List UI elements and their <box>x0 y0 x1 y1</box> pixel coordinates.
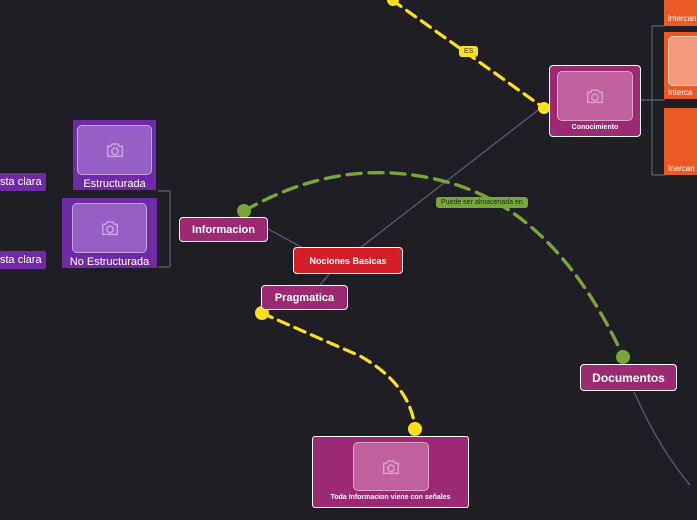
subtopic-informacion[interactable]: Informacion <box>179 217 268 242</box>
partial-orange-node[interactable]: intercan <box>664 0 697 26</box>
endpoint-dot <box>408 422 422 436</box>
camera-icon <box>106 143 123 158</box>
subtopic-documentos[interactable]: Documentos <box>580 364 677 391</box>
camera-icon <box>586 89 604 104</box>
card-caption: Toda Informacion viene con señales <box>330 494 451 501</box>
card-caption: No Estructurada <box>69 256 150 268</box>
partial-tag[interactable]: sta clara <box>0 251 46 269</box>
branch-central-conocimiento <box>359 103 547 249</box>
card-no-estructurada[interactable]: No Estructurada <box>62 198 157 268</box>
endpoint-dot <box>616 350 630 364</box>
card-caption: Conocimiento <box>571 124 619 131</box>
branch-documentos-tail <box>633 391 691 486</box>
partial-orange-label: Inercan <box>668 164 695 173</box>
bracket-informacion <box>158 190 171 268</box>
partial-tag[interactable]: sta clara <box>0 173 46 191</box>
card-estructurada[interactable]: Estructurada <box>73 120 156 190</box>
endpoint-dot <box>237 204 251 218</box>
image-placeholder <box>72 203 147 253</box>
relation-almacenada-line <box>242 170 625 358</box>
partial-orange-label: Interca <box>668 88 693 97</box>
endpoint-dot <box>387 0 399 6</box>
partial-orange-node[interactable]: Inercan <box>664 108 697 175</box>
card-caption: Estructurada <box>83 178 146 190</box>
relation-pragmatica-senales <box>260 311 417 430</box>
image-placeholder <box>352 442 429 491</box>
image-placeholder <box>557 71 633 121</box>
partial-orange-label: intercan <box>668 14 697 23</box>
camera-icon <box>382 459 399 474</box>
central-topic[interactable]: Nociones Basicas <box>293 247 403 274</box>
image-placeholder <box>77 125 152 175</box>
subtopic-pragmatica[interactable]: Pragmatica <box>261 285 348 310</box>
partial-orange-node[interactable]: Interca <box>664 32 697 99</box>
relation-es-label[interactable]: ES <box>459 46 479 57</box>
card-senales[interactable]: Toda Informacion viene con señales <box>312 436 469 508</box>
image-placeholder <box>668 36 697 86</box>
camera-icon <box>101 221 118 236</box>
relation-almacenada-label[interactable]: Puede ser almacenada en <box>436 197 528 208</box>
card-conocimiento[interactable]: Conocimiento <box>549 65 641 137</box>
endpoint-dot <box>538 102 550 114</box>
bracket-conocimiento <box>641 25 665 176</box>
